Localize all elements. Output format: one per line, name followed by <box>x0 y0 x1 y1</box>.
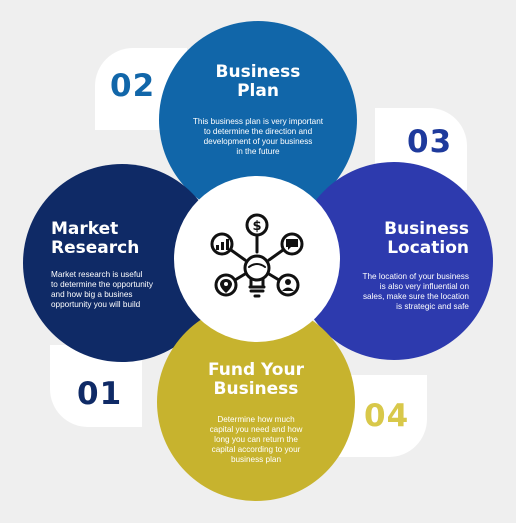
fund-your-business-description: Determine how much capital you need and … <box>209 415 303 464</box>
fund-your-business-circle: Fund Your Business Determine how much ca… <box>157 303 355 501</box>
step-number-04: 04 <box>364 398 410 434</box>
step-number-02: 02 <box>110 68 156 104</box>
business-plan-description: This business plan is very important to … <box>192 117 324 156</box>
business-idea-icon: $ <box>210 213 304 298</box>
business-plan-title: Business Plan <box>215 62 301 101</box>
market-research-title: Market Research <box>51 219 140 258</box>
fund-your-business-title: Fund Your Business <box>208 360 304 399</box>
business-location-description: The location of your business is also ve… <box>362 272 470 311</box>
step-number-03: 03 <box>407 124 453 160</box>
market-research-description: Market research is useful to determine t… <box>51 270 153 309</box>
center-circle: $ <box>174 176 340 342</box>
svg-text:$: $ <box>252 219 261 234</box>
business-location-title: Business Location <box>384 219 469 258</box>
step-number-01: 01 <box>77 376 123 412</box>
